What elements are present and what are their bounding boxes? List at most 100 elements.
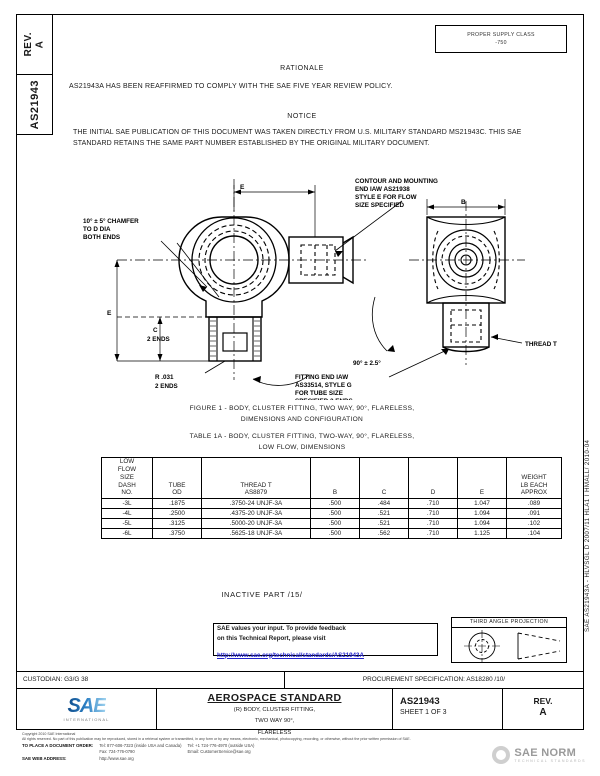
custodian-label: CUSTODIAN: G3/G 38 xyxy=(17,672,285,688)
document-number-stub: AS21943 xyxy=(17,75,53,135)
table-header-cell: D xyxy=(408,456,458,500)
callout-fitting-line4: SPECIFIED 2 ENDS xyxy=(295,398,353,400)
document-title-line3: FLARELESS xyxy=(257,729,292,736)
watermark-title: SAE NORM xyxy=(514,747,577,759)
callout-chamfer-line1: 10° ± 5° CHAMFER xyxy=(83,217,139,225)
feedback-box: SAE values your input. To provide feedba… xyxy=(213,623,438,659)
table-cell: .710 xyxy=(408,498,458,510)
footer-tel-us: Tel: 877-606-7323 (inside USA and Canada… xyxy=(99,742,182,748)
table-cell: .089 xyxy=(506,498,562,510)
callout-chamfer-line2: TO D DIA xyxy=(83,226,111,233)
callout-radius-line2: 2 ENDS xyxy=(155,383,178,390)
callout-contour-line1: CONTOUR AND MOUNTING xyxy=(355,178,438,185)
callout-chamfer-line3: BOTH ENDS xyxy=(83,234,120,241)
callout-thread: THREAD T xyxy=(525,341,557,348)
engineering-drawing: E E B 10° ± 5° CHAMFER TO D DIA BOTH END… xyxy=(57,165,577,400)
callout-c-line1: C xyxy=(153,327,158,334)
table-cell: -6L xyxy=(101,528,153,540)
standard-type-label: AEROSPACE STANDARD xyxy=(207,692,342,704)
callout-contour-line2: END IAW AS21938 xyxy=(355,186,410,193)
table-cell: 1.125 xyxy=(457,528,507,540)
table-cell: .521 xyxy=(359,508,409,520)
feedback-line2: on this Technical Report, please visit xyxy=(217,634,326,642)
rationale-heading: RATIONALE xyxy=(280,65,324,72)
table-header-cell: E xyxy=(457,456,507,500)
table-cell: .521 xyxy=(359,518,409,530)
table-caption-line1: TABLE 1A - BODY, CLUSTER FITTING, TWO-WA… xyxy=(189,433,415,440)
rev-stub: REV. A xyxy=(17,15,53,75)
rev-value: A xyxy=(539,707,547,718)
rev-label: REV. xyxy=(533,696,553,706)
table-cell: 1.047 xyxy=(457,498,507,510)
callout-radius-line1: R .031 xyxy=(155,374,174,381)
document-title-line1: (R) BODY, CLUSTER FITTING, xyxy=(233,707,316,713)
callout-angle: 90° ± 2.5° xyxy=(353,359,381,367)
sae-logo-subtext: INTERNATIONAL xyxy=(63,717,110,722)
right-margin-doc-id: SAE AS21943A - HLVSGL D 2007/11 HLA1 I H… xyxy=(584,382,598,632)
figure-caption-line2: DIMENSIONS AND CONFIGURATION xyxy=(240,416,364,424)
procurement-spec-label: PROCUREMENT SPECIFICATION: AS18280 /10/ xyxy=(362,676,506,683)
footer-spacer2 xyxy=(188,756,261,763)
notice-body: THE INITIAL SAE PUBLICATION OF THIS DOCU… xyxy=(73,129,522,147)
footer-order-label: TO PLACE A DOCUMENT ORDER: xyxy=(22,742,94,748)
document-title-line2: TWO WAY 90°, xyxy=(254,718,295,725)
table-cell: .5000-20 UNJF-3A xyxy=(201,518,311,530)
watermark-subtitle: TECHNICAL STANDARDS xyxy=(514,759,586,763)
table-header-cell: LOW FLOW SIZE DASH NO. xyxy=(101,456,153,500)
table-cell: .104 xyxy=(506,528,562,540)
inactive-part-note: INACTIVE PART /15/ xyxy=(221,590,303,599)
table-cell: .5625-18 UNJF-3A xyxy=(201,528,311,540)
table-cell: .102 xyxy=(506,518,562,530)
footer-email: Email: CustomerService@sae.org xyxy=(187,749,251,755)
title-block: SAE INTERNATIONAL AEROSPACE STANDARD (R)… xyxy=(17,689,583,736)
table-header-cell: WEIGHT LB EACH APPROX xyxy=(506,456,562,500)
figure-caption-line1: FIGURE 1 - BODY, CLUSTER FITTING, TWO WA… xyxy=(189,405,415,412)
callout-fitting-line3: FOR TUBE SIZE xyxy=(295,390,343,397)
dim-label-e-top: E xyxy=(240,184,245,191)
footer-web: http://www.sae.org xyxy=(99,755,134,761)
document-number: AS21943 xyxy=(400,696,440,707)
table-cell: .3750-24 UNJF-3A xyxy=(201,498,311,510)
table-cell: .4375-20 UNJF-3A xyxy=(201,508,311,520)
right-margin-doc-id-text: SAE AS21943A - HLVSGL D 2007/11 HLA1 I H… xyxy=(584,439,591,632)
table-cell: .2500 xyxy=(152,508,202,520)
table-cell: .562 xyxy=(359,528,409,540)
title-block-number: AS21943 SHEET 1 OF 3 xyxy=(393,689,503,729)
cluster-fitting-drawing-svg: E E B 10° ± 5° CHAMFER TO D DIA BOTH END… xyxy=(83,178,557,400)
table-header-cell: THREAD T AS8879 xyxy=(201,456,311,500)
rev-stub-label: REV. xyxy=(23,32,34,57)
supply-class-line1: PROPER SUPPLY CLASS xyxy=(467,32,535,38)
footer-tel-intl: Tel: +1 724-776-4970 (outside USA) xyxy=(187,742,255,748)
table-cell: .3750 xyxy=(152,528,202,540)
table-header-cell: TUBE OD xyxy=(152,456,202,500)
callout-c-line2: 2 ENDS xyxy=(147,336,170,343)
table-cell: 1.094 xyxy=(457,518,507,530)
rev-stub-text: REV. A xyxy=(23,32,46,56)
sae-logo-text: SAE xyxy=(67,695,106,717)
rationale-body: AS21943A HAS BEEN REAFFIRMED TO COMPLY W… xyxy=(69,83,393,90)
sae-norm-watermark: SAE NORM TECHNICAL STANDARDS xyxy=(492,746,586,764)
custodian-row: CUSTODIAN: G3/G 38 PROCUREMENT SPECIFICA… xyxy=(17,671,583,689)
rev-stub-value: A xyxy=(34,40,46,49)
supply-class-box: PROPER SUPPLY CLASS -750 xyxy=(435,25,567,53)
dim-label-b: B xyxy=(461,199,466,206)
table-cell: -4L xyxy=(101,508,153,520)
feedback-url-link[interactable]: http://www.sae.org/technical/standards/A… xyxy=(217,651,364,659)
sheet-number: SHEET 1 OF 3 xyxy=(400,709,447,716)
sae-logo: SAE INTERNATIONAL xyxy=(17,689,157,729)
drawing-sheet: REV. A AS21943 PROPER SUPPLY CLASS -750 … xyxy=(16,14,584,736)
title-block-rev: REV. A xyxy=(503,689,583,729)
third-angle-projection-heading: THIRD ANGLE PROJECTION xyxy=(452,618,566,628)
footer-contact-table: TO PLACE A DOCUMENT ORDER: Tel: 877-606-… xyxy=(22,743,260,763)
figure-caption: FIGURE 1 - BODY, CLUSTER FITTING, TWO WA… xyxy=(77,403,527,425)
table-cell: .500 xyxy=(310,518,360,530)
callout-fitting-line1: FITTING END IAW xyxy=(295,374,348,381)
table-caption: TABLE 1A - BODY, CLUSTER FITTING, TWO-WA… xyxy=(77,431,527,453)
footer-copyright: Copyright 2010 SAE International xyxy=(22,732,76,736)
table-cell: .3125 xyxy=(152,518,202,530)
